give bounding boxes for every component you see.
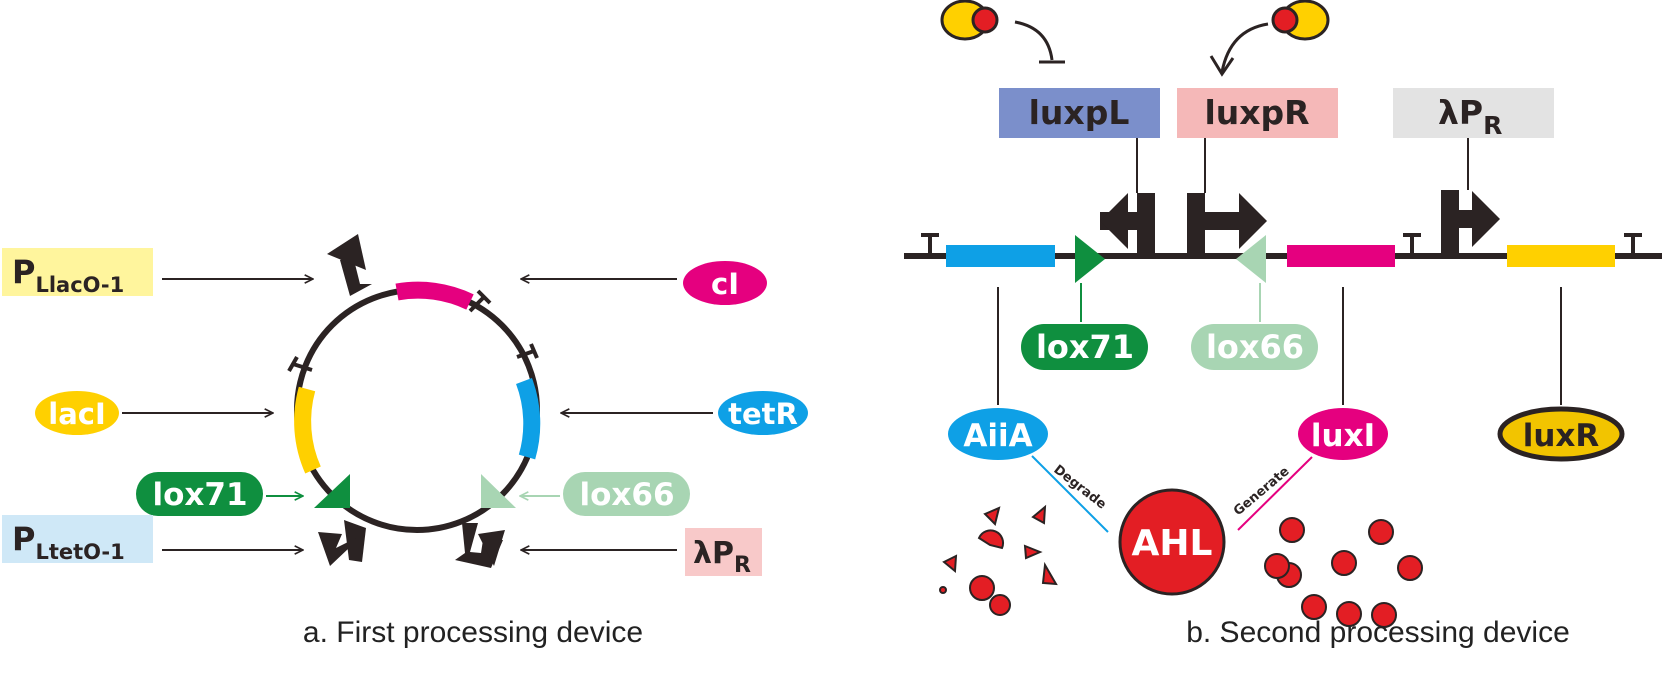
terminator-left — [287, 356, 313, 372]
plac-label-box — [2, 248, 153, 296]
lox66-site-b — [1236, 235, 1266, 283]
aiia-gene — [946, 245, 1055, 267]
terminator-right — [516, 343, 539, 359]
plac-label: PLlacO-1 — [12, 253, 124, 297]
luxpl-label: luxpL — [1029, 93, 1130, 132]
luxpr-promoter-arrow — [1187, 193, 1267, 256]
luxpr-label: luxpR — [1204, 93, 1309, 132]
lox66-pill-a — [563, 472, 690, 516]
ci-label: cI — [711, 267, 739, 301]
lox71-pill-a — [136, 472, 263, 516]
generate-link — [1237, 456, 1313, 531]
repression-line — [1014, 20, 1054, 61]
tetr-pill — [718, 391, 808, 435]
promoter-arrow-bottom-left — [318, 520, 366, 566]
degraded-ahl-fragments — [939, 504, 1058, 616]
promoter-arrow-bottom-right — [455, 523, 505, 568]
lpr-promoter-arrow-b — [1441, 190, 1500, 256]
laci-pill — [35, 391, 119, 435]
caption-b: b. Second processing device — [1186, 616, 1570, 649]
ptet-label: PLtetO-1 — [12, 520, 125, 564]
panel-a: PLlacO-1 lacI lox71 PLtetO-1 cI tetR lox… — [2, 234, 808, 649]
lpr-label-box-a — [685, 528, 762, 576]
generated-ahl-molecules — [1264, 517, 1423, 628]
ahl-label: AHL — [1132, 523, 1213, 564]
terminator-b-2 — [1403, 233, 1421, 256]
lox71-site-b — [1075, 235, 1105, 283]
lpr-label-b: λPR — [1438, 93, 1502, 140]
lox71-pill-b — [1021, 324, 1148, 370]
lox66-site-triangle — [481, 474, 516, 508]
tetr-label: tetR — [728, 397, 798, 431]
ci-gene-arc — [395, 281, 474, 310]
tetr-gene-arc — [515, 377, 541, 460]
aiia-pill — [948, 408, 1048, 460]
promoter-arrow-top — [327, 234, 372, 296]
activation-line — [1220, 22, 1269, 73]
aiia-label: AiiA — [963, 418, 1032, 454]
luxpr-box — [1177, 88, 1338, 138]
lpr-label-a: λPR — [693, 536, 751, 578]
terminator-top-right — [468, 289, 492, 313]
caption-a: a. First processing device — [303, 616, 643, 649]
luxpl-promoter-arrow — [1100, 193, 1155, 256]
luxr-pill — [1497, 406, 1625, 462]
luxi-pill — [1298, 408, 1388, 460]
terminator-b-3 — [1624, 233, 1642, 256]
ptet-label-box — [2, 515, 153, 563]
lox66-label-a: lox66 — [579, 477, 674, 513]
lox71-site-triangle — [314, 474, 350, 508]
terminator-b-1 — [921, 233, 939, 256]
lox71-label-a: lox71 — [152, 477, 247, 513]
luxpl-box — [999, 88, 1160, 138]
activation-arrowhead — [1209, 55, 1235, 77]
luxi-gene — [1287, 245, 1395, 267]
luxr-gene — [1507, 245, 1615, 267]
ci-pill — [683, 261, 767, 305]
lox66-pill-b — [1191, 324, 1318, 370]
generate-label: Generate — [1231, 464, 1293, 519]
lox66-label-b: lox66 — [1206, 328, 1304, 366]
lox71-label-b: lox71 — [1036, 328, 1134, 366]
luxr-label: luxR — [1523, 418, 1600, 454]
panel-b: luxpL luxpR λPR — [904, 0, 1662, 649]
ahl-dimer-right — [1271, 0, 1330, 41]
laci-gene-arc — [294, 386, 321, 474]
ahl-dimer-left — [940, 0, 999, 41]
ahl-node — [1118, 488, 1226, 596]
lpr-box-b — [1393, 88, 1554, 138]
luxi-label: luxI — [1311, 418, 1375, 454]
laci-label: lacI — [48, 397, 106, 431]
degrade-link — [1031, 455, 1109, 533]
